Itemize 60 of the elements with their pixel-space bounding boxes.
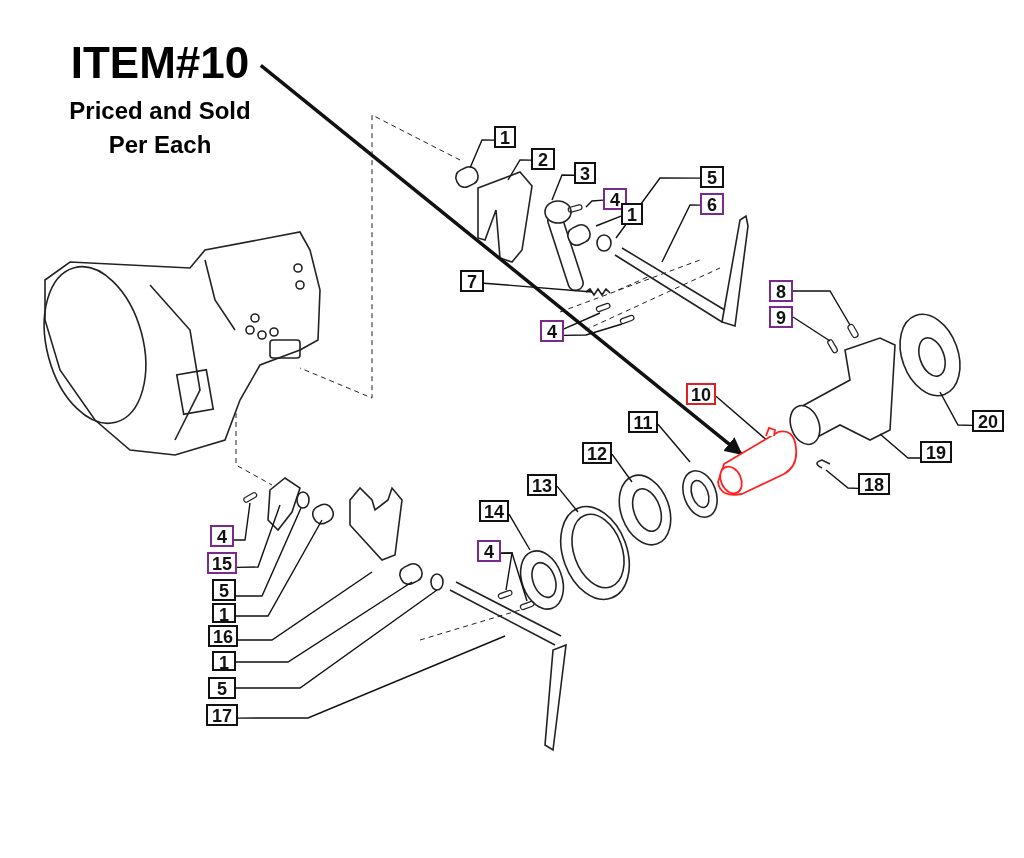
leader-line [556,485,579,513]
leader-line [235,581,413,663]
leader-line [825,469,859,490]
callout-number: 1 [494,126,516,148]
callout-number: 3 [574,162,596,184]
callout-number: 7 [460,270,484,292]
callout-number: 12 [582,442,613,464]
leader-line [657,423,691,463]
leader-line [792,316,831,342]
leader-line [237,571,373,641]
item-heading: ITEM#10 [70,38,250,88]
callout-number: 5 [700,166,724,188]
callout-number: 16 [208,625,239,647]
callout-number: 10 [686,383,717,405]
leader-line [792,290,851,326]
callout-number: 14 [479,500,510,522]
leader-line [595,215,622,227]
callout-number: 15 [207,552,238,574]
callout-number: 5 [212,579,236,601]
callout-number: 6 [700,193,724,215]
callout-number: 1 [212,651,236,671]
leader-line [235,519,323,617]
leader-line [661,204,701,263]
callout-number: 18 [858,473,890,495]
callout-number: 17 [206,704,238,726]
leader-line [508,513,531,551]
callout-number: 5 [208,677,236,699]
leader-line [235,589,438,689]
leader-line [500,552,528,602]
callout-number: 4 [210,525,234,547]
leader-line [235,507,302,597]
leader-line [483,282,593,293]
leader-line [939,391,973,427]
leader-line [233,502,251,541]
leader-line [469,139,495,169]
callout-number: 13 [527,474,558,496]
leader-line [551,174,575,201]
callout-number: 4 [540,320,564,342]
callout-number: 11 [628,411,658,433]
pointer-arrow [259,63,743,456]
callout-number: 4 [603,188,627,210]
pricing-note: Priced and Sold Per Each [68,96,252,160]
leader-line [563,312,601,330]
callout-number: 19 [920,441,952,463]
callout-number: 1 [621,203,643,225]
callout-number: 9 [769,306,793,328]
callout-number: 2 [531,148,555,170]
leader-line [563,323,623,337]
leader-line [236,504,281,569]
leader-line [615,177,701,239]
leader-line [507,159,532,181]
leader-line [237,635,506,719]
leader-line [715,395,768,441]
callout-number: 20 [972,410,1004,432]
callout-number: 1 [212,603,236,623]
leader-line [611,453,633,483]
leader-line [585,199,604,208]
callout-number: 4 [477,540,501,562]
callout-number: 8 [769,280,793,302]
leader-line [879,433,921,459]
